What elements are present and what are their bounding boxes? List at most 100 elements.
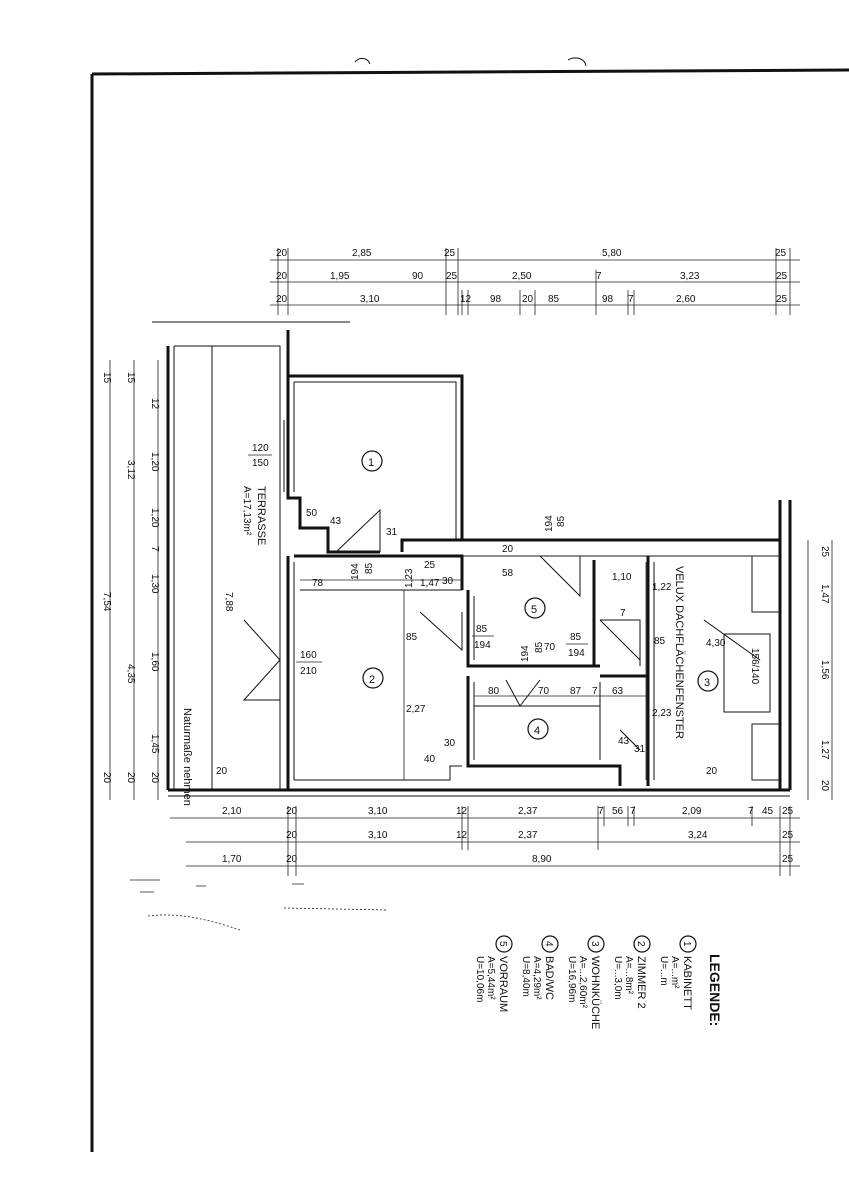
- top-dim: 20: [276, 248, 288, 259]
- door-width: 120: [252, 443, 269, 454]
- top-dim: 7: [628, 294, 634, 305]
- bottom-dim: 25: [782, 806, 794, 817]
- misc-dim: 1,22: [652, 582, 672, 593]
- right-dim: 1,56: [819, 660, 830, 680]
- misc-dim: 20: [706, 766, 718, 777]
- left-dim: 20: [101, 772, 112, 784]
- legend-item-perimeter: U=8,40m: [520, 956, 531, 997]
- misc-dim: 78: [312, 578, 324, 589]
- legend-item-name: VORRAUM: [497, 956, 509, 1012]
- room-number: 4: [534, 725, 540, 737]
- misc-dim: 85: [654, 636, 666, 647]
- left-dim: 20: [125, 772, 136, 784]
- misc-dim: 63: [612, 686, 624, 697]
- legend-item-perimeter: U=10,06m: [474, 956, 485, 1002]
- bottom-dim: 2,09: [682, 806, 702, 817]
- top-dim: 25: [776, 271, 788, 282]
- door-height: 194: [544, 515, 555, 532]
- top-dim: 12: [460, 294, 472, 305]
- room-number: 2: [369, 674, 375, 686]
- misc-dim: 58: [502, 568, 514, 579]
- top-dim: 7: [596, 271, 602, 282]
- natural-dimensions-note: Naturmaße nehmen: [181, 708, 193, 806]
- legend-item-number: 4: [543, 941, 554, 947]
- velux-note: VELUX DACHFLÄCHENFENSTER: [673, 566, 685, 739]
- left-dim: 15: [101, 372, 112, 384]
- right-dimension-lines: [807, 540, 833, 800]
- legend-item-area: A=5,44m²: [485, 956, 496, 1000]
- bottom-dim: 20: [286, 830, 298, 841]
- door-width: 85: [534, 641, 545, 653]
- bottom-dim: 20: [286, 806, 298, 817]
- left-dim: 1,60: [149, 652, 160, 672]
- top-dim: 1,95: [330, 271, 350, 282]
- legend-item-perimeter: U=16,96m: [566, 956, 577, 1002]
- misc-dims: 50 43 31 78 1,23 1,47 25 30 58 1,10 1,22…: [216, 508, 726, 777]
- top-dim: 85: [548, 294, 560, 305]
- bottom-dim: 3,10: [368, 806, 388, 817]
- left-dim: 15: [125, 372, 136, 384]
- misc-dim: 43: [330, 516, 342, 527]
- top-dim: 25: [444, 248, 456, 259]
- door-height: 194: [568, 648, 585, 659]
- legend-item-name: KABINETT: [681, 956, 693, 1010]
- inner-dimension-lines: [300, 555, 780, 780]
- bottom-dim: 1,70: [222, 854, 242, 865]
- door-height: 194: [350, 563, 361, 580]
- misc-dim: 43: [618, 736, 630, 747]
- legend-item-name: WOHNKÜCHE: [589, 956, 601, 1029]
- bottom-dim: 2,10: [222, 806, 242, 817]
- misc-dim: 87: [570, 686, 582, 697]
- right-dim: 1,27: [819, 740, 830, 760]
- legend-item-perimeter: U=...m: [658, 956, 669, 986]
- door-width: 85: [364, 562, 375, 574]
- room-number: 1: [368, 457, 374, 469]
- misc-dim: 25: [424, 560, 436, 571]
- right-dim: 1,47: [819, 584, 830, 604]
- bottom-dim: 12: [456, 806, 468, 817]
- top-dim: 98: [602, 294, 614, 305]
- misc-dim: 30: [444, 738, 456, 749]
- room-markers: 1 2 3 4 5: [361, 450, 719, 740]
- top-dim: 98: [490, 294, 502, 305]
- misc-dim: 7: [592, 686, 598, 697]
- legend-item: 3 WOHNKÜCHE A=...2,60m² U=16,96m: [566, 935, 605, 1029]
- legend-item: 5 VORRAUM A=5,44m² U=10,06m: [474, 935, 513, 1012]
- left-dim: 3,12: [125, 460, 136, 480]
- bottom-dim: 7: [598, 806, 604, 817]
- roof-window-size: 156/140: [749, 648, 760, 685]
- legend-item-name: BAD/WC: [543, 956, 555, 1000]
- door-width: 85: [570, 632, 582, 643]
- misc-dim: 20: [502, 544, 514, 555]
- door-height: 194: [520, 645, 531, 662]
- top-dim: 20: [276, 294, 288, 305]
- left-dim: 1,20: [149, 508, 160, 528]
- misc-dim: 1,10: [612, 572, 632, 583]
- left-dim: 7: [149, 546, 160, 552]
- misc-dim: 31: [634, 744, 646, 755]
- misc-dim: 85: [406, 632, 418, 643]
- legend-item-number: 1: [681, 941, 692, 947]
- top-dimension-lines: [270, 248, 800, 315]
- top-dim: 25: [776, 294, 788, 305]
- top-dim: 2,50: [512, 271, 532, 282]
- bottom-dim: 7: [630, 806, 636, 817]
- misc-dim: 1,47: [420, 578, 440, 589]
- bottom-dim: 7: [748, 806, 754, 817]
- misc-dim: 80: [488, 686, 500, 697]
- top-dim: 20: [276, 271, 288, 282]
- top-dim: 3,23: [680, 271, 700, 282]
- legend-item-number: 3: [589, 941, 600, 947]
- left-dim: 1,45: [149, 734, 160, 754]
- legend-item-name: ZIMMER 2: [635, 956, 647, 1009]
- bottom-dim: 3,24: [688, 830, 708, 841]
- left-dimension-lines: [109, 360, 159, 800]
- legend-item-number: 5: [497, 941, 508, 947]
- bottom-dimension-lines: [170, 806, 800, 876]
- scan-marks: [130, 879, 389, 931]
- misc-dim: 50: [306, 508, 318, 519]
- top-dim: 2,85: [352, 248, 372, 259]
- legend-item: 1 KABINETT A=...m² U=...m: [658, 935, 697, 1010]
- bottom-dim: 25: [782, 854, 794, 865]
